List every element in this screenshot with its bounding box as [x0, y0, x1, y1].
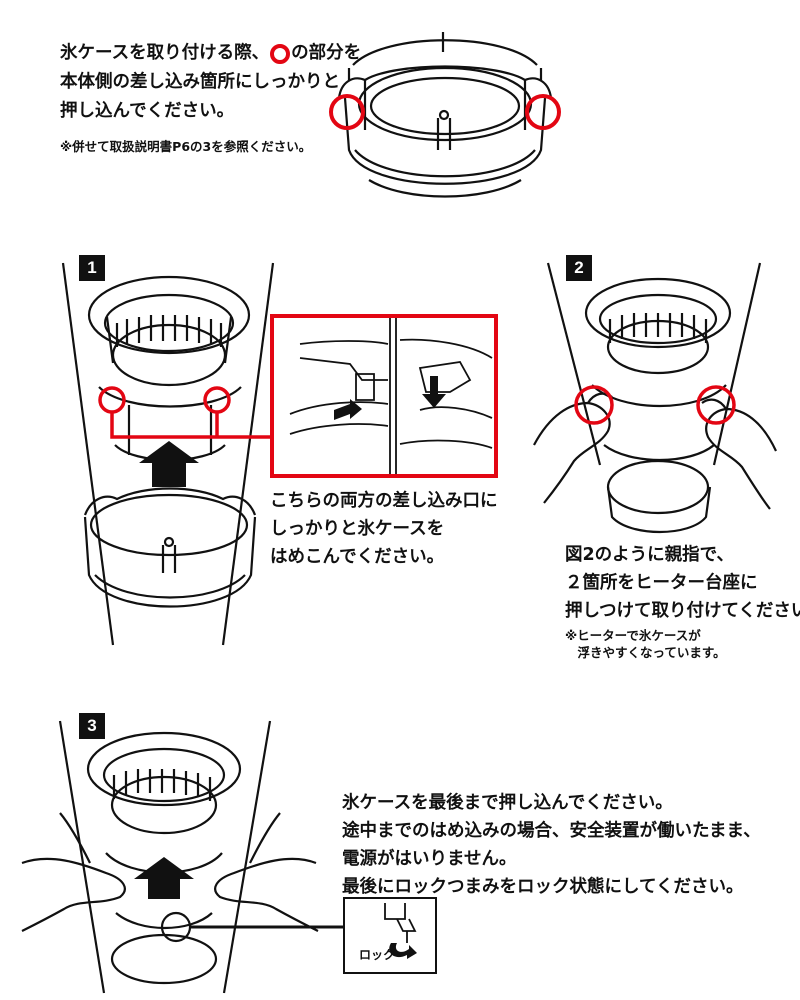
step-3-badge: 3	[79, 713, 105, 739]
intro-line-1: 氷ケースを取り付ける際、の部分を	[60, 43, 362, 64]
up-arrow-icon	[139, 441, 199, 487]
step-3-text-4: 最後にロックつまみをロック状態にしてください。	[342, 877, 744, 897]
step-3-text-1: 氷ケースを最後まで押し込んでください。	[342, 793, 673, 813]
lock-label: ロック	[359, 948, 396, 962]
step-2-text-3: 押しつけて取り付けてください。	[565, 601, 800, 621]
step-2-text-1: 図2のように親指で、	[565, 545, 734, 565]
intro-line-3: 押し込んでください。	[60, 101, 235, 121]
step-3-illustration	[21, 720, 345, 994]
red-circle-icon	[270, 44, 291, 64]
step-2-note-1: ※ヒーターで氷ケースが	[565, 628, 701, 643]
lock-detail-box: ロック	[343, 897, 437, 974]
step-1-text-2: しっかりと氷ケースを	[270, 519, 445, 539]
step-1-text-3: はめこんでください。	[270, 547, 445, 567]
lock-knob-icon	[384, 903, 417, 959]
red-circle-left	[329, 94, 365, 130]
step-1-detail-zoom	[270, 314, 498, 478]
step-2-illustration	[533, 262, 777, 533]
step-1-badge: 1	[79, 255, 105, 281]
step-2-text-2: ２箇所をヒーター台座に	[565, 573, 758, 593]
step-2-badge: 2	[566, 255, 592, 281]
step-3-text-3: 電源がはいりません。	[342, 849, 517, 869]
step-3-text-2: 途中までのはめ込みの場合、安全装置が働いたまま、	[342, 821, 761, 841]
intro-line-2: 本体側の差し込み箇所にしっかりと	[60, 72, 340, 92]
up-arrow-icon-3	[134, 857, 194, 899]
step-2-note-2: 浮きやすくなっています。	[565, 645, 726, 660]
step-1-illustration	[61, 262, 275, 646]
ice-case-illustration	[329, 32, 561, 198]
red-circle-right	[525, 94, 561, 130]
step-1-text-1: こちらの両方の差し込み口に	[270, 491, 498, 511]
intro-note: ※併せて取扱説明書P6の3を参照ください。	[60, 139, 312, 154]
